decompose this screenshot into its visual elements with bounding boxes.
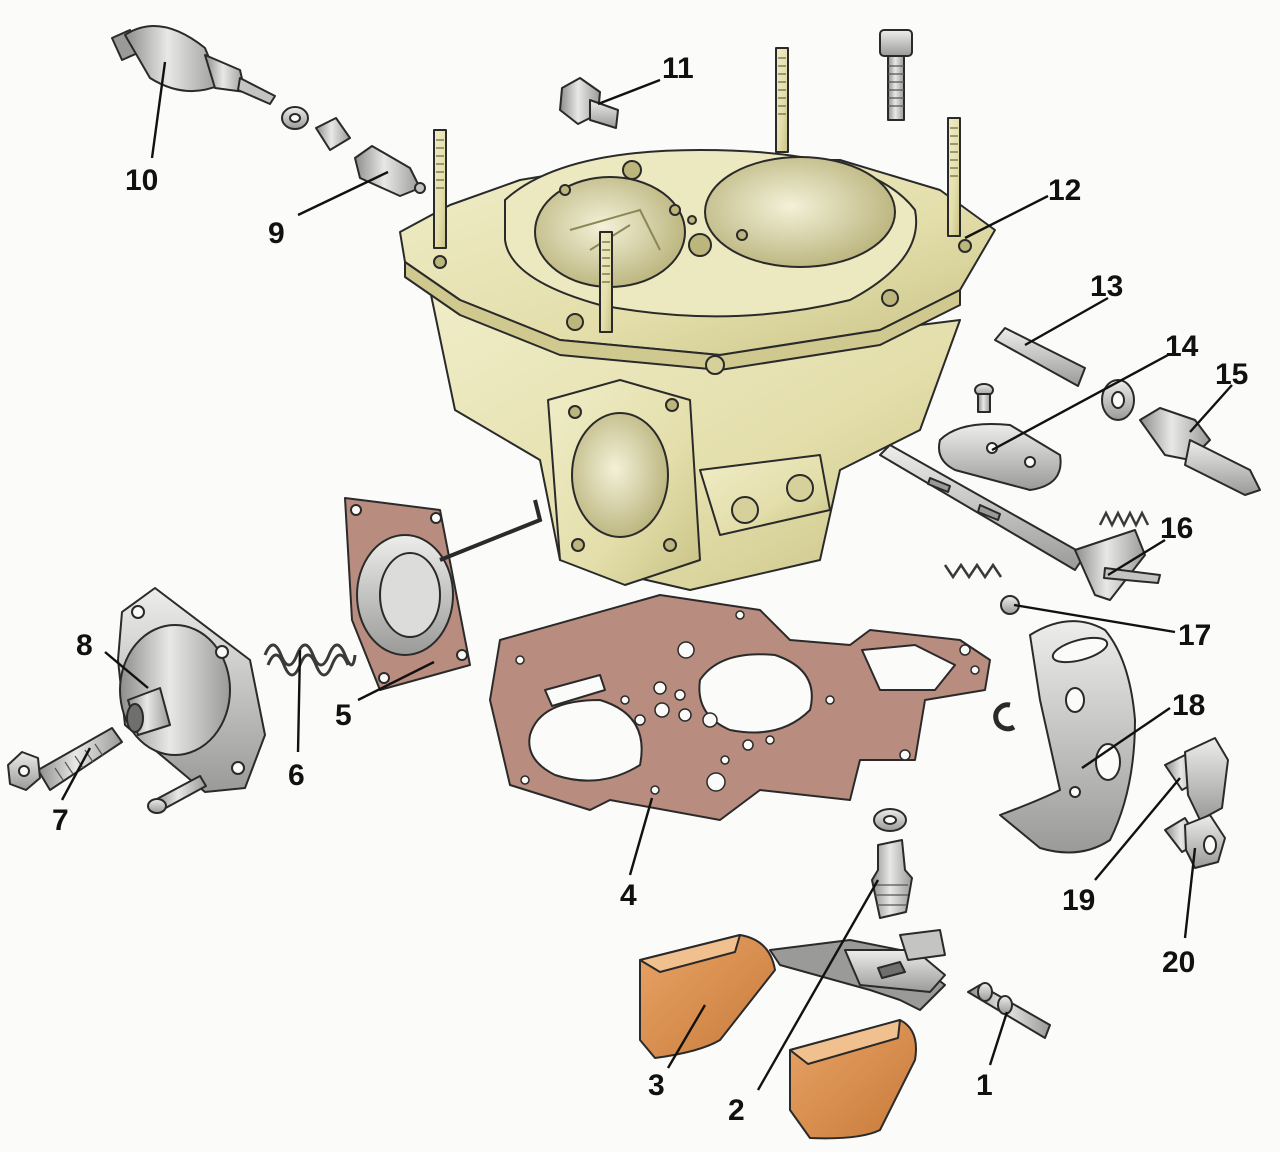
- bolt: [1164, 737, 1229, 821]
- cover-screw: [147, 775, 207, 814]
- callout-15: 15: [1215, 358, 1248, 391]
- callout-1: 1: [976, 1069, 993, 1102]
- callout-14: 14: [1165, 330, 1199, 363]
- callout-20: 20: [1162, 946, 1195, 979]
- circlip: [993, 702, 1016, 732]
- needle-screw: [967, 982, 1051, 1039]
- jet: [354, 145, 426, 197]
- callout-8: 8: [76, 629, 93, 662]
- bushing: [315, 117, 351, 151]
- solenoid-valve: [111, 25, 276, 105]
- diaphragm: [344, 497, 543, 691]
- plug: [559, 77, 619, 129]
- washer: [281, 106, 309, 130]
- pin: [994, 327, 1086, 387]
- callout-17: 17: [1178, 619, 1211, 652]
- carburetor-body: [399, 47, 996, 591]
- callout-16: 16: [1160, 512, 1193, 545]
- small-screw: [974, 383, 994, 413]
- callout-12: 12: [1048, 174, 1081, 207]
- leader-lines: [60, 61, 1233, 1091]
- nut: [7, 751, 41, 791]
- diaphragm-spring: [263, 643, 357, 677]
- callout-4: 4: [620, 879, 637, 912]
- callout-2: 2: [728, 1094, 745, 1127]
- callout-3: 3: [648, 1069, 665, 1102]
- callout-9: 9: [268, 217, 285, 250]
- body-gasket: [489, 594, 991, 821]
- callout-13: 13: [1090, 270, 1123, 303]
- callout-6: 6: [288, 759, 305, 792]
- fuel-inlet-fitting: [1139, 407, 1261, 496]
- filter-plug: [1164, 814, 1226, 869]
- choke-plate: [938, 423, 1062, 491]
- lever: [999, 620, 1136, 854]
- needle-washer: [873, 808, 907, 832]
- callout-5: 5: [335, 699, 352, 732]
- callout-19: 19: [1062, 884, 1095, 917]
- diaphragm-cover: [117, 587, 266, 793]
- choke-shaft: [879, 444, 1161, 601]
- callout-10: 10: [125, 164, 158, 197]
- float: [639, 929, 946, 1140]
- callout-labels: 10 9 11 12 13 14 15 16 17 18 19 20 8 7 6…: [52, 52, 1248, 1127]
- ball-spring: [943, 562, 1003, 580]
- callout-11: 11: [662, 52, 694, 85]
- callout-7: 7: [52, 804, 69, 837]
- needle-valve: [871, 839, 913, 919]
- shaft-spring: [1098, 510, 1150, 528]
- washer-2: [1101, 379, 1135, 421]
- callout-18: 18: [1172, 689, 1205, 722]
- adjusting-screw: [37, 727, 123, 791]
- top-bolt: [879, 29, 913, 121]
